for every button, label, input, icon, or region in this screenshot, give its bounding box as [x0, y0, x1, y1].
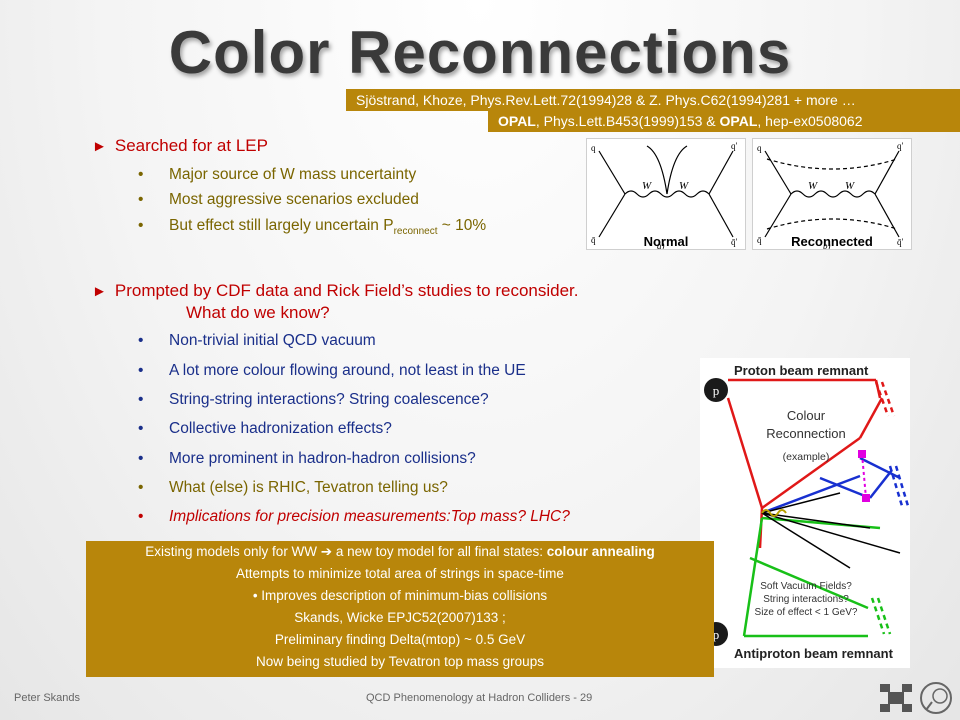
summary-box: Existing models only for WW ➔ a new toy … [86, 541, 714, 677]
fermilab-logo-icon [880, 684, 912, 712]
summary-line-4: Skands, Wicke EPJC52(2007)133 ; [294, 610, 506, 625]
label-qprime: q′ [731, 141, 738, 151]
slide-title: Color Reconnections [168, 19, 792, 86]
list-item-text: Implications for precision measurements:… [169, 508, 570, 525]
bullet-dot-icon: • [138, 332, 144, 349]
label-a: a) [657, 241, 665, 249]
summary-line-1b: a new toy model for all final states: [332, 544, 547, 559]
label-w2: W [845, 180, 855, 192]
footer-center: QCD Phenomenology at Hadron Colliders - … [366, 692, 593, 704]
label-q: q [591, 143, 596, 153]
soft-label-1: Soft Vacuum Fields? [760, 581, 852, 592]
bullet-dot-icon: • [138, 479, 144, 496]
proton-remnant-label: Proton beam remnant [734, 363, 869, 378]
bullet-dot-icon: • [138, 191, 144, 208]
summary-line-1: Existing models only for WW ➔ a new toy … [86, 541, 714, 563]
bullet-dot-icon: • [138, 166, 144, 183]
feynman-diagram-reconnected: q q̄ q′ q̄′ W W b) Reconnected [752, 138, 912, 251]
summary-line-1-bold: colour annealing [546, 544, 655, 559]
ref-text-1: , Phys.Lett.B453(1999)153 & [535, 113, 720, 129]
label-w1: W [808, 180, 818, 192]
list-item-text: More prominent in hadron-hadron collisio… [169, 450, 476, 467]
bullet-cdf: ► Prompted by CDF data and Rick Field’s s… [92, 280, 732, 323]
soft-label-3: Size of effect < 1 GeV? [755, 607, 858, 618]
cern-logo-icon [920, 682, 952, 714]
label-qbarprime: q̄′ [731, 237, 738, 247]
ref-opal-2: OPAL [719, 113, 758, 129]
list-item-text: What (else) is RHIC, Tevatron telling us… [169, 479, 448, 496]
bullet-dot-icon: • [138, 391, 144, 408]
bullet-dot-icon: • [138, 362, 144, 379]
antiproton-remnant-label: Antiproton beam remnant [734, 646, 894, 661]
bullet-dot-icon: • [138, 450, 144, 467]
blue-string [761, 456, 901, 515]
soft-label-2: String interactions? [763, 594, 849, 605]
summary-line-2: Attempts to minimize total area of strin… [236, 566, 564, 581]
colour-reconnection-diagram: p p Proton beam remnant Antiproton beam … [700, 358, 910, 668]
feynman-reconnected-svg: q q̄ q′ q̄′ W W b) [757, 141, 904, 251]
summary-line-3: • Improves description of minimum-bias c… [252, 588, 548, 603]
cr-label-1: Colour [787, 408, 826, 423]
normal-label: Normal [643, 234, 689, 249]
list-item-text: Major source of W mass uncertainty [169, 166, 417, 183]
preconnect-tail: ~ 10% [437, 217, 487, 234]
reconnected-label: Reconnected [791, 234, 873, 249]
bullet-lep-text: Searched for at LEP [114, 136, 268, 155]
label-q: q [757, 143, 762, 153]
list-item-text: Most aggressive scenarios excluded [169, 191, 419, 208]
bullet-lep: ► Searched for at LEP [92, 136, 268, 156]
preconnect-text: But effect still largely uncertain P [169, 217, 394, 234]
proton-circle [704, 378, 728, 402]
bullet-cdf-text-2: What do we know? [186, 303, 330, 322]
summary-line-5: Preliminary finding Delta(mtop) ~ 0.5 Ge… [274, 632, 526, 647]
summary-line-1a: Existing models only for WW [145, 544, 321, 559]
feynman-normal-svg: q q̄ q′ q̄′ W W a) [591, 141, 738, 251]
label-w2: W [679, 180, 689, 192]
bullet-dot-icon: • [138, 420, 144, 437]
list-item-text: Non-trivial initial QCD vacuum [169, 332, 376, 349]
list-item-text: But effect still largely uncertain Preco… [169, 217, 486, 237]
label-qbar: q̄ [591, 235, 596, 245]
reconnection-marker [858, 450, 866, 458]
label-qprime: q′ [897, 141, 904, 151]
preconnect-subscript: reconnect [393, 226, 438, 238]
label-qbarprime: q̄′ [897, 237, 904, 247]
summary-line-6: Now being studied by Tevatron top mass g… [256, 654, 544, 669]
ref-text-2: , hep-ex0508062 [757, 113, 863, 129]
label-b: b) [823, 241, 831, 249]
bullet-dot-icon: • [138, 508, 144, 525]
cr-label-3: (example) [783, 451, 830, 463]
antiproton-label: p [713, 627, 720, 642]
label-w1: W [642, 180, 652, 192]
feynman-diagram-normal: q q̄ q′ q̄′ W W a) Normal [586, 138, 746, 251]
ref-opal-1: OPAL [498, 113, 536, 129]
list-item-text: A lot more colour flowing around, not le… [169, 362, 526, 379]
list-item-text: Collective hadronization effects? [169, 420, 392, 437]
proton-label: p [713, 383, 720, 398]
arrow-bullet-icon: ► [92, 138, 107, 155]
label-qbar: q̄ [757, 235, 762, 245]
reference-banner-1: Sjöstrand, Khoze, Phys.Rev.Lett.72(1994)… [346, 89, 960, 111]
list-item-text: String-string interactions? String coale… [169, 391, 489, 408]
cr-label-2: Reconnection [766, 426, 846, 441]
reconnection-marker [862, 494, 870, 502]
arrow-right-icon: ➔ [320, 544, 333, 559]
footer-author: Peter Skands [14, 692, 81, 704]
bullet-cdf-text: Prompted by CDF data and Rick Field’s st… [114, 281, 579, 300]
bullet-dot-icon: • [138, 217, 144, 234]
reference-banner-2: OPAL, Phys.Lett.B453(1999)153 & OPAL, he… [488, 110, 960, 132]
arrow-bullet-icon: ► [92, 283, 107, 300]
